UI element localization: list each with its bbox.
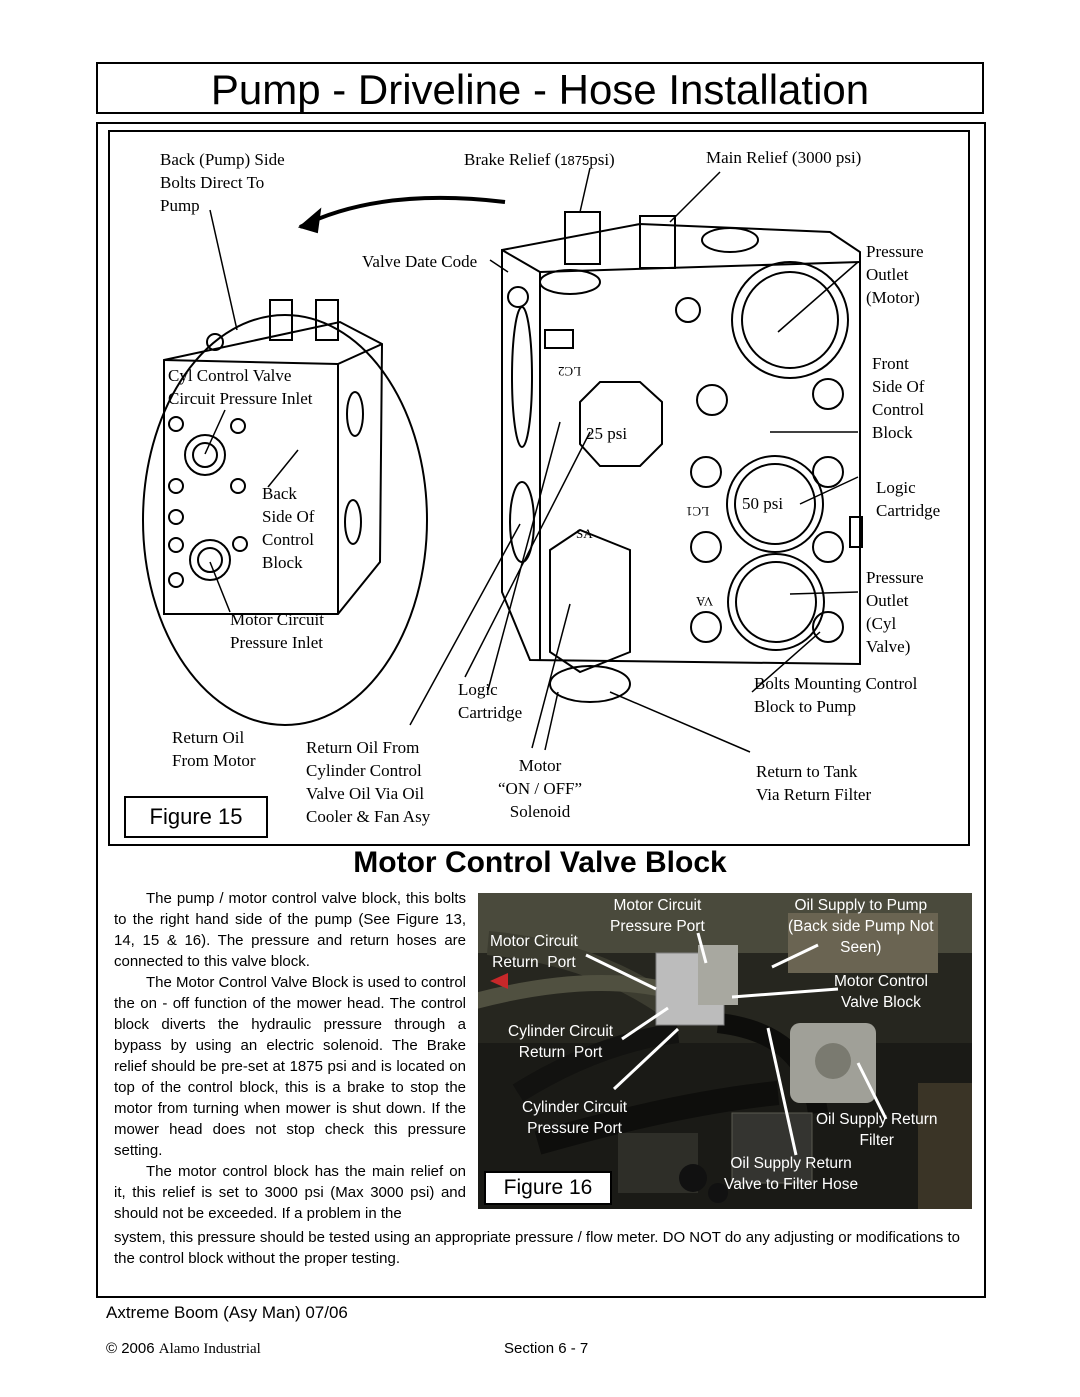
title-box: Pump - Driveline - Hose Installation: [96, 62, 984, 114]
label-pressure-outlet-motor: Pressure Outlet (Motor): [866, 242, 924, 307]
label-return-tank: Return to Tank Via Return Filter: [756, 762, 872, 804]
label-pressure-outlet-cyl: Pressure Outlet (Cyl Valve): [866, 568, 924, 656]
footer-copyright: © 2006 Alamo Industrial: [106, 1340, 261, 1358]
photo-illustration: [478, 893, 972, 1209]
brake-relief-value: 1875: [560, 153, 590, 168]
label-brake-relief: Brake Relief (1875psi): [464, 148, 615, 172]
paragraph-3-continued: system, this pressure should be tested u…: [114, 1229, 960, 1267]
paragraph-2: The Motor Control Valve Block is used to…: [114, 974, 466, 1159]
label-return-oil-cylinder: Return Oil From Cylinder Control Valve O…: [306, 738, 431, 826]
label-oil-supply-return-filter: Oil Supply Return Filter: [816, 1111, 938, 1149]
footer-section: Section 6 - 7: [504, 1340, 589, 1357]
label-logic-cartridge-right: Logic Cartridge: [876, 478, 941, 520]
label-cyl-control-inlet: Cyl Control Valve Circuit Pressure Inlet: [168, 366, 313, 408]
body-column: The pump / motor control valve block, th…: [114, 888, 466, 1224]
label-cylinder-pressure: Cylinder Circuit Pressure Port: [522, 1099, 628, 1137]
label-oil-supply-return-hose: Oil Supply Return Valve to Filter Hose: [724, 1155, 859, 1193]
page-title: Pump - Driveline - Hose Installation: [210, 66, 870, 113]
paragraph-1: The pump / motor control valve block, th…: [114, 890, 466, 970]
footer-manual: Axtreme Boom (Asy Man) 07/06: [106, 1303, 348, 1322]
label-cylinder-return: Cylinder Circuit Return Port: [508, 1023, 614, 1061]
stamp-sa: SA: [576, 526, 593, 541]
content-frame: [96, 122, 986, 1298]
valve-block-drawing: [142, 167, 863, 753]
brake-relief-prefix: Brake Relief (: [464, 150, 561, 169]
figure-15: Back (Pump) Side Bolts Direct To Pump Br…: [108, 130, 970, 846]
brake-relief-suffix: psi): [589, 150, 615, 169]
label-25-psi: 25 psi: [586, 424, 628, 443]
label-motor-circuit-pressure: Motor Circuit Pressure Port: [610, 897, 705, 935]
company-name: Alamo Industrial: [158, 1341, 261, 1357]
stamp-lc1: LC1: [686, 504, 710, 519]
figure-16-photo: Motor Circuit Pressure Port Oil Supply t…: [478, 893, 972, 1209]
label-motor-solenoid: Motor “ON / OFF” Solenoid: [498, 756, 583, 821]
stamp-lc2: LC2: [558, 364, 582, 379]
copyright-year: © 2006: [106, 1340, 155, 1357]
label-motor-control-block: Motor Control Valve Block: [834, 973, 928, 1011]
figure-15-tag: Figure 15: [124, 796, 268, 838]
label-valve-date-code: Valve Date Code: [362, 252, 478, 271]
figure-16-tag: Figure 16: [484, 1171, 612, 1205]
paragraph-3: The motor control block has the main rel…: [114, 1163, 466, 1222]
stamp-va: VA: [696, 594, 714, 609]
label-motor-circuit-inlet: Motor Circuit Pressure Inlet: [230, 610, 324, 652]
label-return-oil-motor: Return Oil From Motor: [172, 728, 256, 770]
label-bolts-mounting: Bolts Mounting Control Block to Pump: [754, 674, 918, 716]
label-front-side: Front Side Of Control Block: [872, 354, 925, 442]
label-logic-cartridge-center: Logic Cartridge: [458, 680, 523, 722]
label-back-pump-side: Back (Pump) Side Bolts Direct To Pump: [160, 150, 285, 215]
section-title: Motor Control Valve Block: [353, 846, 727, 879]
label-50-psi: 50 psi: [742, 494, 784, 513]
label-main-relief: Main Relief (3000 psi): [706, 148, 862, 167]
label-oil-supply-pump: Oil Supply to Pump (Back side Pump Not S…: [788, 897, 934, 956]
label-motor-circuit-return: Motor Circuit Return Port: [490, 933, 578, 971]
label-back-side: Back Side Of Control Block: [262, 484, 315, 572]
